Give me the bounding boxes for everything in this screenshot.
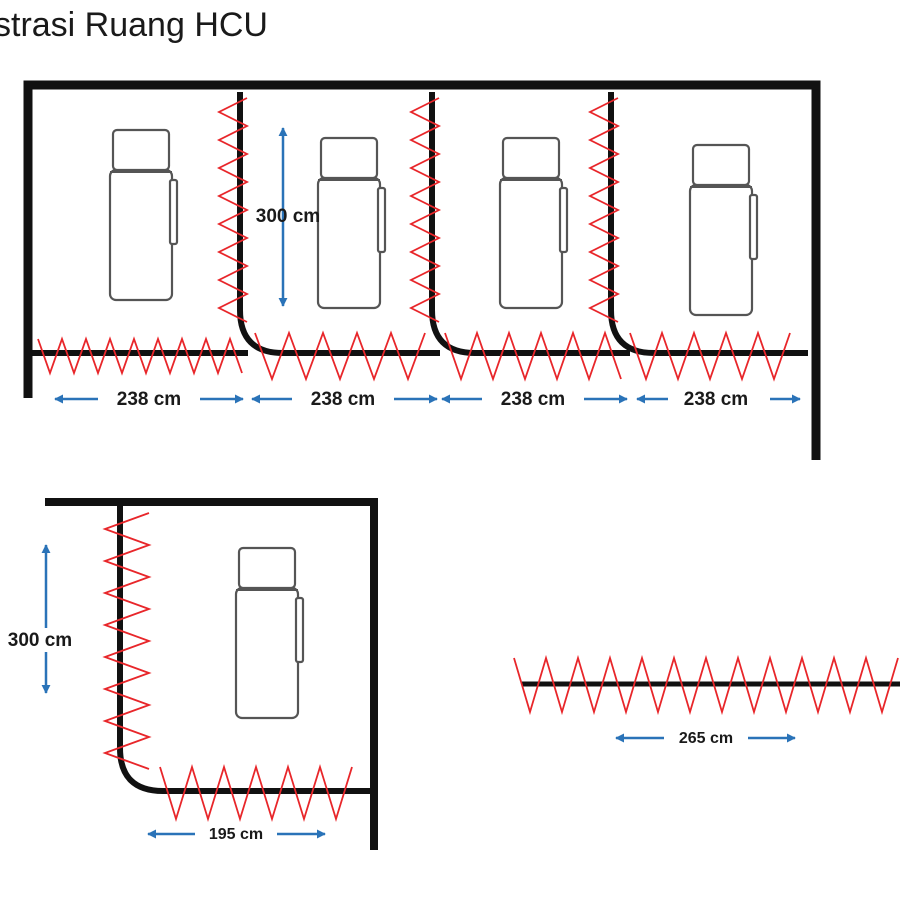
bed-1 [108, 128, 179, 302]
curtains-horizontal [37, 330, 791, 382]
curtain-horizontal-bay-1 [37, 336, 243, 376]
single-room-wall [45, 498, 378, 850]
curtain-vertical-3 [587, 97, 621, 323]
bay-1-width-label: 238 cm [117, 389, 181, 410]
curtain-horizontal-bay-2 [254, 330, 426, 382]
bay-2-width-label: 238 cm [311, 389, 375, 410]
curtain-line-width-label: 265 cm [679, 730, 733, 747]
single-room-bed [234, 546, 305, 720]
single-room-divider [117, 505, 370, 794]
diagram-title: strasi Ruang HCU [0, 6, 268, 44]
curtain-vertical-2 [408, 97, 442, 323]
divider-wall-2 [429, 92, 630, 356]
straight-curtain [513, 654, 899, 716]
bay-4-width-label: 238 cm [684, 389, 748, 410]
single-room: 300 cm 195 cm [0, 498, 378, 850]
top-room-wall [23, 80, 821, 460]
single-width-label: 195 cm [209, 826, 263, 843]
curtain-horizontal-bay-4 [629, 330, 791, 382]
height-dimension-label: 300 cm [256, 206, 320, 227]
top-room: 300 cm 238 cm 238 cm 238 cm 238 cm [23, 80, 821, 460]
bed-3 [498, 136, 569, 310]
bed-2 [316, 136, 387, 310]
single-height-label: 300 cm [8, 630, 72, 651]
single-curtain-vertical [102, 512, 152, 770]
curtain-horizontal-bay-3 [444, 330, 622, 382]
curtain-vertical-1 [216, 97, 250, 323]
curtain-line-section: 265 cm [513, 654, 900, 750]
beds [108, 128, 759, 317]
curtain-line-curtain [513, 654, 899, 716]
divider-wall-3 [608, 92, 808, 356]
single-curtain-horizontal [159, 763, 353, 823]
bay-3-width-label: 238 cm [501, 389, 565, 410]
bed-4 [688, 143, 759, 317]
curtains-vertical [216, 97, 621, 323]
single-room-curtains [102, 512, 353, 823]
single-bed [234, 546, 305, 720]
bay-width-dimensions: 238 cm 238 cm 238 cm 238 cm [54, 387, 801, 411]
